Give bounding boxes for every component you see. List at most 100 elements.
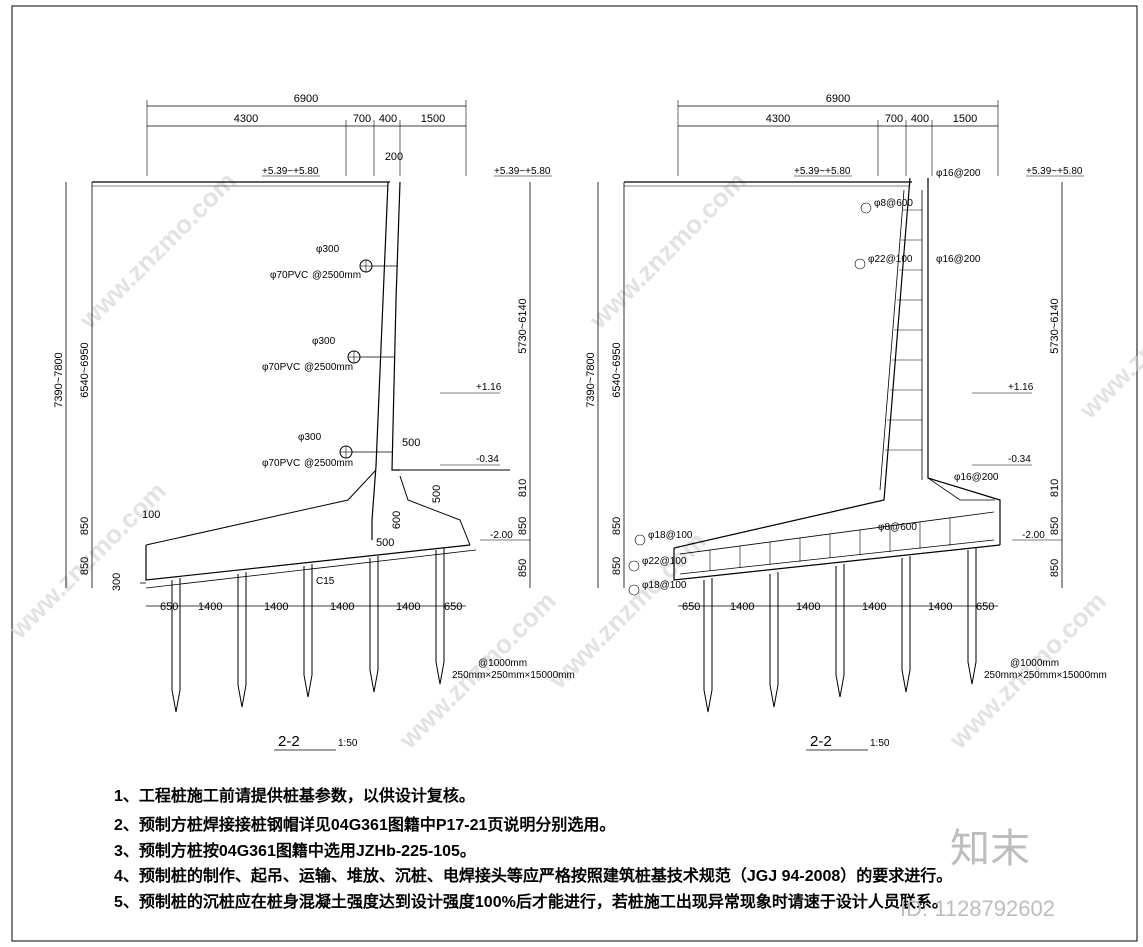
pile: [967, 548, 977, 685]
elev-200: -2.00: [1022, 530, 1045, 541]
dim-300: 300: [111, 573, 123, 591]
dim-left-850: 850: [611, 517, 623, 535]
drain-dia-label: φ300: [312, 336, 336, 347]
dim-400: 400: [379, 113, 397, 125]
brand-logo: 知末: [950, 827, 1030, 871]
dim-1500: 1500: [953, 113, 977, 125]
rebar-label: φ16@200: [936, 254, 981, 265]
pile-spec-2: 250mm×250mm×15000mm: [984, 670, 1107, 681]
rebar-label: φ22@100: [642, 556, 687, 567]
elev-top-left: +5.39~+5.80: [262, 166, 319, 177]
pile-row: [703, 548, 977, 713]
left-scale: 1:50: [338, 738, 358, 749]
note-item: 5、预制桩的沉桩应在桩身混凝土强度达到设计强度100%后才能进行，若桩施工出现异…: [114, 892, 948, 911]
pile-spec-1: @1000mm: [478, 658, 527, 669]
drain-pipe-label: φ70PVC: [262, 458, 300, 469]
drain-spacing-label: @2500mm: [312, 270, 361, 281]
sheet-border: [11, 5, 1138, 942]
note-item: 4、预制桩的制作、起吊、运输、堆放、沉桩、电焊接头等应严格按照建筑桩基技术规范（…: [114, 866, 952, 885]
dim-600: 600: [391, 511, 403, 529]
dim-right-810: 810: [1049, 479, 1061, 497]
dim-500c: 500: [376, 537, 394, 549]
dim-500b: 500: [431, 485, 443, 503]
dim-right-810: 810: [517, 479, 529, 497]
dim-1500: 1500: [421, 113, 445, 125]
rebar-label: φ18@100: [642, 580, 687, 591]
pile: [901, 556, 911, 693]
right-scale: 1:50: [870, 738, 890, 749]
dim-left-inner: 6540~6950: [79, 342, 91, 397]
left-title: 2-2: [278, 733, 300, 750]
drain-pipe-1: φ300 φ70PVC @2500mm: [270, 244, 398, 281]
dim-700: 700: [353, 113, 371, 125]
watermark: www.znzmo.com: [1072, 256, 1143, 425]
pile: [369, 556, 379, 693]
dim-left-850b: 850: [611, 557, 623, 575]
dim-bottom: 650: [444, 601, 462, 613]
drain-pipe-label: φ70PVC: [270, 270, 308, 281]
drain-spacing-label: @2500mm: [304, 362, 353, 373]
dim-left-outer: 7390~7800: [53, 352, 65, 407]
dim-right-upper: 5730~6140: [517, 298, 529, 353]
pile-spec-2: 250mm×250mm×15000mm: [452, 670, 575, 681]
dim-left-inner: 6540~6950: [611, 342, 623, 397]
dim-4300: 4300: [234, 113, 258, 125]
dim-right-850b: 850: [1049, 559, 1061, 577]
elev-top-right: +5.39~+5.80: [1026, 166, 1083, 177]
note-item: 1、工程桩施工前请提供桩基参数，以供设计复核。: [114, 786, 475, 805]
dim-100: 100: [142, 509, 160, 521]
dim-left-850: 850: [79, 517, 91, 535]
dim-right-850b: 850: [517, 559, 529, 577]
dim-total: 6900: [826, 93, 850, 105]
elev-200: -2.00: [490, 530, 513, 541]
rebar-label: φ16@200: [936, 168, 981, 179]
rebar-label: φ8@600: [878, 522, 917, 533]
pile-spec-1: @1000mm: [1010, 658, 1059, 669]
pile: [237, 572, 247, 708]
drain-pipe-label: φ70PVC: [262, 362, 300, 373]
drain-pipe-3: φ300 φ70PVC @2500mm: [262, 432, 392, 469]
dim-bottom: 1400: [396, 601, 420, 613]
rebar-label: φ8@600: [874, 198, 913, 209]
dim-bottom: 650: [976, 601, 994, 613]
left-section-drawing: 6900 4300 700 400 1500 200 +5.39~+5.80 +…: [53, 93, 575, 751]
drain-pipe-2: φ300 φ70PVC @2500mm: [262, 336, 394, 373]
dim-bottom: 1400: [928, 601, 952, 613]
pile: [703, 578, 713, 713]
pile: [303, 564, 313, 698]
pile: [769, 572, 779, 708]
id-text: ID: 1128792602: [900, 896, 1055, 921]
dim-500a: 500: [402, 437, 420, 449]
right-title: 2-2: [810, 733, 832, 750]
dim-bottom: 1400: [264, 601, 288, 613]
dim-right-850: 850: [517, 517, 529, 535]
pile: [435, 548, 445, 685]
elev-116: +1.16: [1008, 382, 1034, 393]
drain-dia-label: φ300: [316, 244, 340, 255]
dim-left-outer: 7390~7800: [585, 352, 597, 407]
dim-bottom: 1400: [330, 601, 354, 613]
drain-dia-label: φ300: [298, 432, 322, 443]
dim-bottom: 1400: [198, 601, 222, 613]
c15-label: C15: [316, 576, 335, 587]
dim-700: 700: [885, 113, 903, 125]
elev-116: +1.16: [476, 382, 502, 393]
watermark: www.znzmo.com: [582, 166, 751, 335]
elev-top-right: +5.39~+5.80: [494, 166, 551, 177]
dim-bottom: 1400: [730, 601, 754, 613]
dim-total: 6900: [294, 93, 318, 105]
drain-spacing-label: @2500mm: [304, 458, 353, 469]
dim-right-850: 850: [1049, 517, 1061, 535]
watermark: www.znzmo.com: [72, 166, 241, 335]
elev-top-left: +5.39~+5.80: [794, 166, 851, 177]
dim-right-upper: 5730~6140: [1049, 298, 1061, 353]
dim-4300: 4300: [766, 113, 790, 125]
note-item: 2、预制方桩焊接接桩钢帽详见04G361图籍中P17-21页说明分别选用。: [114, 815, 615, 834]
dim-bottom: 1400: [796, 601, 820, 613]
elev-034: -0.34: [476, 454, 499, 465]
dim-left-850b: 850: [79, 557, 91, 575]
dim-bottom: 650: [160, 601, 178, 613]
pile: [171, 578, 181, 713]
note-item: 3、预制方桩按04G361图籍中选用JZHb-225-105。: [114, 841, 476, 860]
dim-200: 200: [385, 151, 403, 163]
